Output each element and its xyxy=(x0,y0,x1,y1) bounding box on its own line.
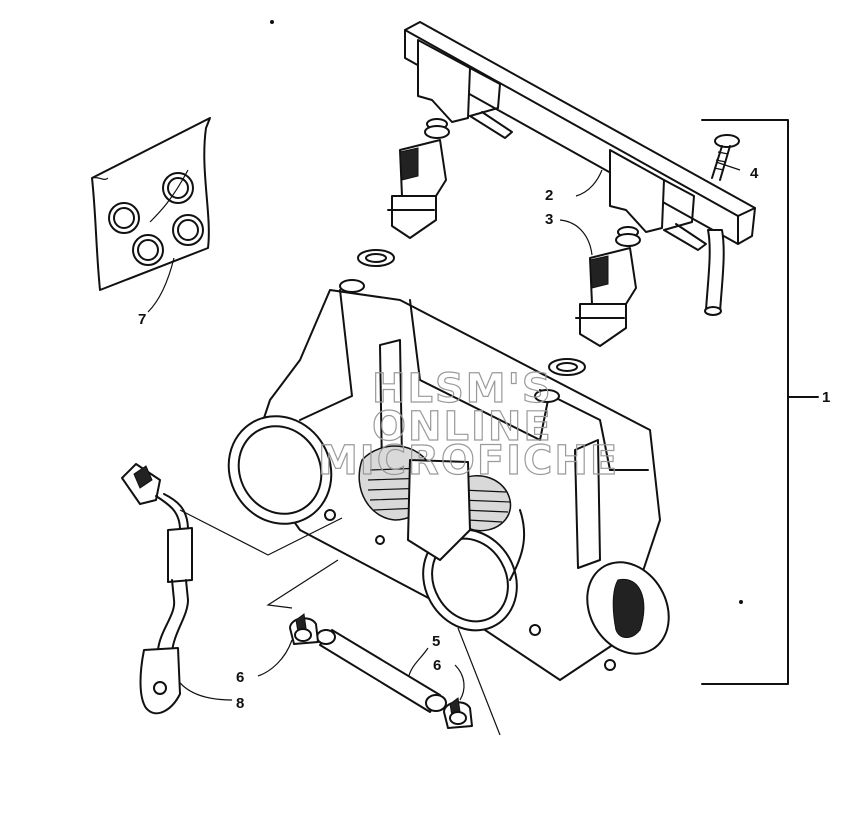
hose-part-5 xyxy=(316,629,447,713)
callout-6-clamp: 6 xyxy=(236,669,244,686)
callout-4: 4 xyxy=(750,165,759,182)
o-ring xyxy=(108,202,140,234)
callout-8: 8 xyxy=(236,695,244,712)
fuel-rail-part-2 xyxy=(404,21,756,316)
watermark: HLSM'S ONLINE MICROFICHE xyxy=(317,365,619,484)
callout-6-hose-clamp: 6 xyxy=(433,657,441,674)
hose-clamp-upper xyxy=(289,613,319,645)
svg-text:MICROFICHE: MICROFICHE xyxy=(318,438,619,484)
callout-7: 7 xyxy=(138,311,146,328)
fuel-injector-right xyxy=(548,226,641,376)
svg-text:ONLINE: ONLINE xyxy=(372,404,553,450)
callout-2: 2 xyxy=(545,187,553,204)
o-ring xyxy=(132,234,164,266)
sensor-harness-part-8 xyxy=(121,463,193,715)
stray-dot xyxy=(270,20,274,24)
fuel-injector-left xyxy=(357,118,450,267)
gasket-kit-part-7 xyxy=(91,117,211,313)
callout-5: 5 xyxy=(432,633,440,650)
callout-3: 3 xyxy=(545,211,553,228)
callout-1: 1 xyxy=(822,389,830,406)
o-ring xyxy=(162,172,194,204)
svg-text:HLSM'S: HLSM'S xyxy=(372,366,553,412)
screw-part-4 xyxy=(711,134,740,181)
stray-dot xyxy=(739,600,743,604)
throttle-body-assembly xyxy=(227,279,670,681)
hose-clamp-lower xyxy=(443,697,473,729)
o-ring xyxy=(172,214,204,246)
